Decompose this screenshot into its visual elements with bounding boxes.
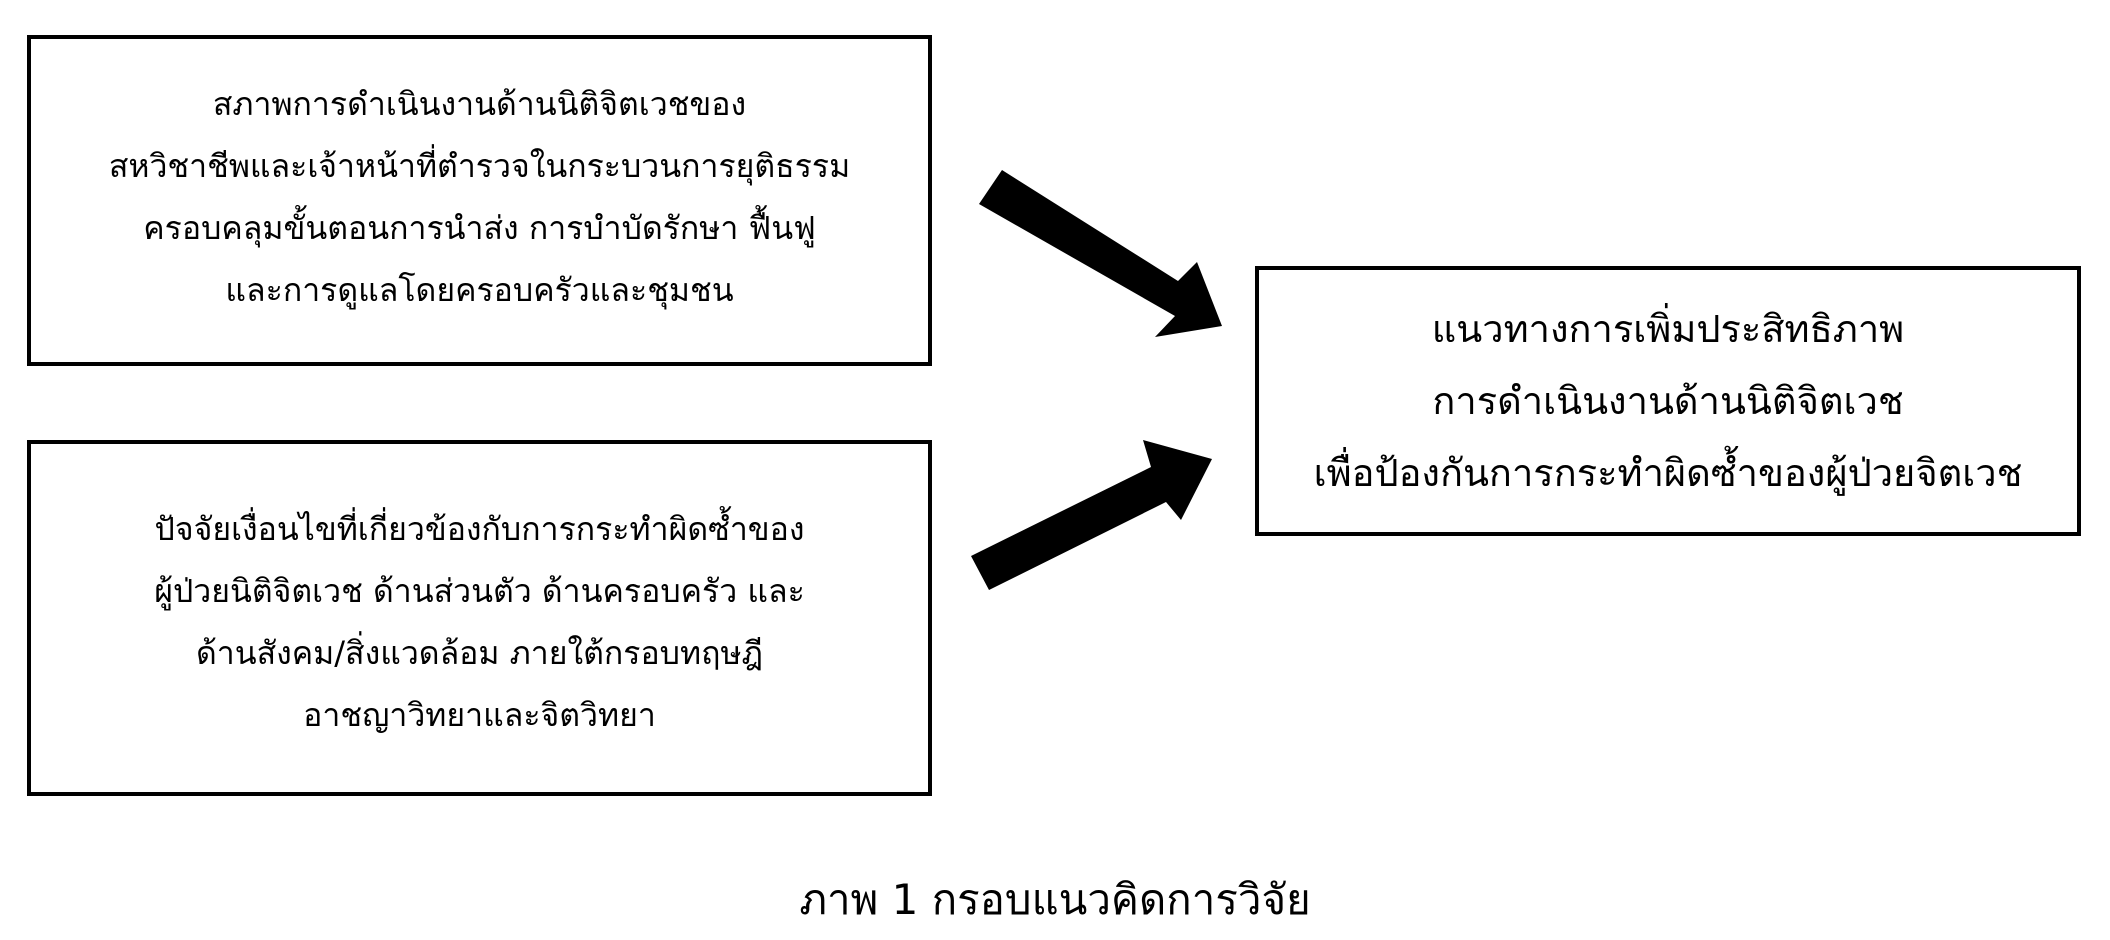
factors-box: ปัจจัยเงื่อนไขที่เกี่ยวข้องกับการกระทำผิ… bbox=[27, 440, 932, 796]
status-box-line-3: ครอบคลุมขั้นตอนการนำส่ง การบำบัดรักษา ฟื… bbox=[143, 208, 816, 247]
guideline-box-line-3: เพื่อป้องกันการกระทำผิดซ้ำของผู้ป่วยจิตเ… bbox=[1313, 451, 2023, 495]
guideline-box: แนวทางการเพิ่มประสิทธิภาพ การดำเนินงานด้… bbox=[1255, 266, 2081, 536]
figure-caption: ภาพ 1 กรอบแนวคิดการวิจัย bbox=[799, 875, 1311, 924]
factors-box-line-2: ผู้ป่วยนิติจิตเวช ด้านส่วนตัว ด้านครอบคร… bbox=[154, 572, 805, 610]
status-box-line-2: สหวิชาชีพและเจ้าหน้าที่ตำรวจในกระบวนการย… bbox=[108, 146, 851, 185]
factors-box-line-3: ด้านสังคม/สิ่งแวดล้อม ภายใต้กรอบทฤษฎี bbox=[195, 634, 764, 672]
status-box-line-4: และการดูแลโดยครอบครัวและชุมชน bbox=[225, 270, 734, 309]
factors-box-line-1: ปัจจัยเงื่อนไขที่เกี่ยวข้องกับการกระทำผิ… bbox=[154, 510, 805, 548]
status-box-line-1: สภาพการดำเนินงานด้านนิติจิตเวชของ bbox=[212, 84, 747, 123]
arrow-factors-to-guideline bbox=[971, 440, 1212, 590]
arrow-status-to-guideline bbox=[979, 170, 1222, 337]
guideline-box-line-2: การดำเนินงานด้านนิติจิตเวช bbox=[1432, 379, 1904, 423]
factors-box-line-4: อาชญาวิทยาและจิตวิทยา bbox=[303, 696, 656, 734]
guideline-box-line-1: แนวทางการเพิ่มประสิทธิภาพ bbox=[1431, 307, 1905, 351]
status-box: สภาพการดำเนินงานด้านนิติจิตเวชของ สหวิชา… bbox=[27, 35, 932, 366]
